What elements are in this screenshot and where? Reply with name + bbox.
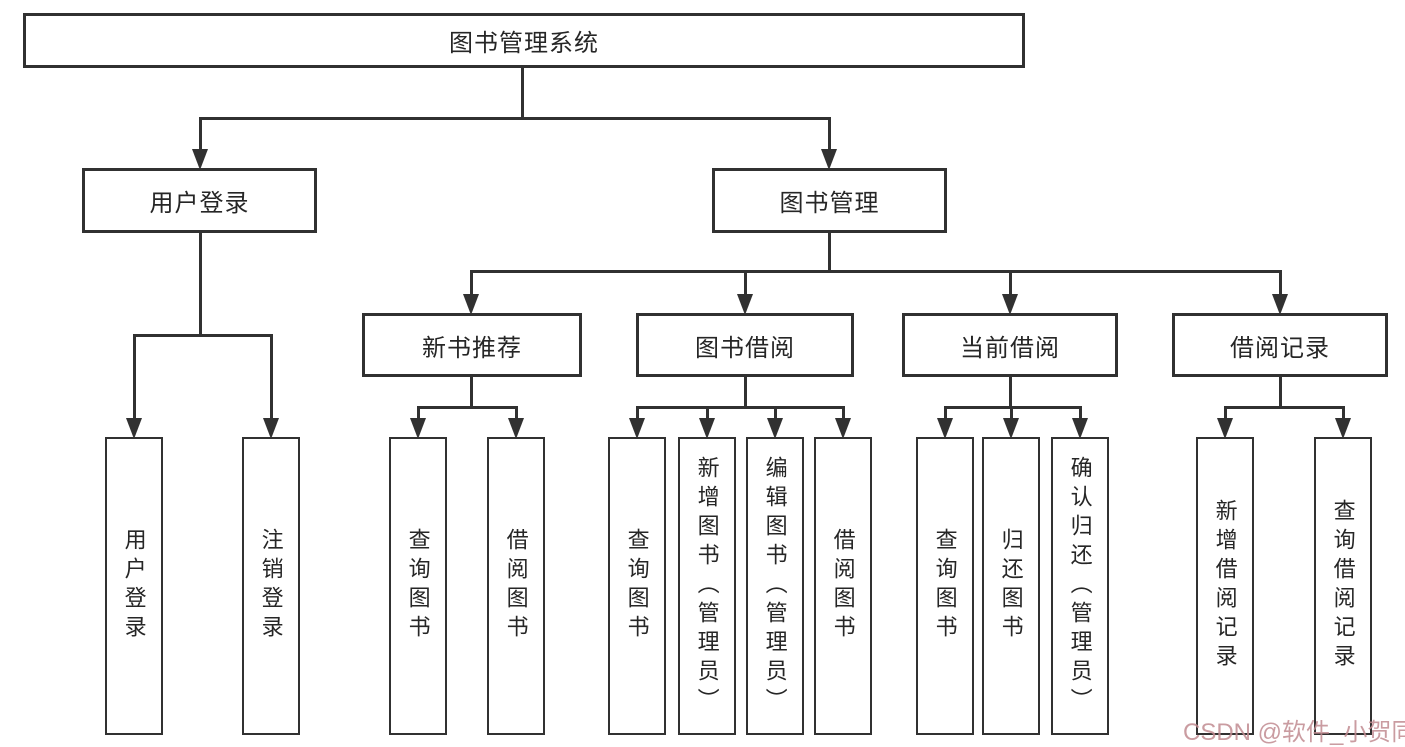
node-label: 当前借阅: [960, 334, 1060, 362]
arrow-down-icon: [1003, 418, 1019, 439]
connector-line: [1224, 406, 1345, 409]
connector-line: [469, 270, 473, 296]
arrow-down-icon: [463, 294, 479, 315]
leaf-logout: 注销登录: [242, 437, 300, 735]
connector-line: [1008, 270, 1012, 296]
arrow-down-icon: [263, 418, 279, 439]
connector-line: [520, 68, 524, 120]
node-label: 查询借阅记录: [1330, 499, 1356, 673]
connector-line: [417, 406, 518, 409]
node-label: 新增图书（管理员）: [694, 455, 720, 717]
node-user-login: 用户登录: [82, 168, 317, 233]
leaf-query-books-borrowing: 查询图书: [608, 437, 666, 735]
node-book-management: 图书管理: [712, 168, 947, 233]
connector-line: [1008, 377, 1012, 408]
arrow-down-icon: [1072, 418, 1088, 439]
node-label: 新书推荐: [422, 334, 522, 362]
connector-line: [705, 406, 709, 420]
connector-line: [1278, 377, 1282, 408]
node-label: 确认归还（管理员）: [1067, 455, 1093, 717]
node-borrowing-records: 借阅记录: [1172, 313, 1388, 377]
arrow-down-icon: [767, 418, 783, 439]
connector-line: [635, 406, 639, 420]
connector-line: [827, 119, 831, 151]
connector-line: [841, 406, 845, 420]
arrow-down-icon: [737, 294, 753, 315]
node-label: 注销登录: [258, 528, 284, 644]
node-label: 借阅图书: [503, 528, 529, 644]
node-label: 借阅记录: [1230, 334, 1330, 362]
connector-line: [943, 406, 947, 420]
leaf-confirm-return-admin: 确认归还（管理员）: [1051, 437, 1109, 735]
arrow-down-icon: [1002, 294, 1018, 315]
arrow-down-icon: [1335, 418, 1351, 439]
leaf-borrow-books-recommend: 借阅图书: [487, 437, 545, 735]
connector-line: [1009, 406, 1013, 420]
connector-line: [636, 406, 845, 409]
connector-line: [198, 233, 202, 336]
connector-line: [1078, 406, 1082, 420]
connector-line: [944, 406, 1082, 409]
arrow-down-icon: [1217, 418, 1233, 439]
connector-line: [470, 270, 1282, 273]
node-new-book-recommendation: 新书推荐: [362, 313, 582, 377]
leaf-edit-books-admin: 编辑图书（管理员）: [746, 437, 804, 735]
node-label: 用户登录: [121, 528, 147, 644]
node-label: 编辑图书（管理员）: [762, 455, 788, 717]
leaf-query-books-recommend: 查询图书: [389, 437, 447, 735]
node-label: 查询图书: [932, 528, 958, 644]
connector-line: [469, 377, 473, 408]
connector-line: [416, 406, 420, 420]
connector-line: [133, 334, 273, 337]
watermark: CSDN @软件_小贺同学: [1183, 719, 1405, 746]
node-label: 借阅图书: [830, 528, 856, 644]
connector-line: [827, 233, 831, 272]
node-label: 图书管理: [779, 190, 880, 217]
arrow-down-icon: [1272, 294, 1288, 315]
node-book-borrowing: 图书借阅: [636, 313, 854, 377]
leaf-add-borrow-record: 新增借阅记录: [1196, 437, 1254, 735]
connector-line: [1341, 406, 1345, 420]
leaf-borrow-books-borrowing: 借阅图书: [814, 437, 872, 735]
connector-line: [1223, 406, 1227, 420]
connector-line: [743, 270, 747, 296]
node-label: 图书借阅: [695, 334, 795, 362]
node-library-management-system: 图书管理系统: [23, 13, 1025, 68]
node-label: 归还图书: [998, 528, 1024, 644]
leaf-add-books-admin: 新增图书（管理员）: [678, 437, 736, 735]
leaf-return-books: 归还图书: [982, 437, 1040, 735]
node-label: 图书管理系统: [449, 30, 599, 57]
node-current-borrowing: 当前借阅: [902, 313, 1118, 377]
leaf-user-login: 用户登录: [105, 437, 163, 735]
connector-line: [743, 377, 747, 408]
connector-line: [1278, 270, 1282, 296]
arrow-down-icon: [629, 418, 645, 439]
leaf-query-books-current: 查询图书: [916, 437, 974, 735]
leaf-query-borrow-record: 查询借阅记录: [1314, 437, 1372, 735]
connector-line: [514, 406, 518, 420]
connector-line: [269, 334, 273, 418]
connector-line: [773, 406, 777, 420]
arrow-down-icon: [835, 418, 851, 439]
arrow-down-icon: [821, 149, 837, 170]
connector-line: [132, 334, 136, 418]
arrow-down-icon: [699, 418, 715, 439]
arrow-down-icon: [126, 418, 142, 439]
node-label: 用户登录: [149, 190, 250, 217]
connector-line: [199, 117, 831, 120]
node-label: 查询图书: [624, 528, 650, 644]
node-label: 查询图书: [405, 528, 431, 644]
node-label: 新增借阅记录: [1212, 499, 1238, 673]
arrow-down-icon: [508, 418, 524, 439]
connector-line: [198, 119, 202, 151]
arrow-down-icon: [937, 418, 953, 439]
arrow-down-icon: [192, 149, 208, 170]
arrow-down-icon: [410, 418, 426, 439]
